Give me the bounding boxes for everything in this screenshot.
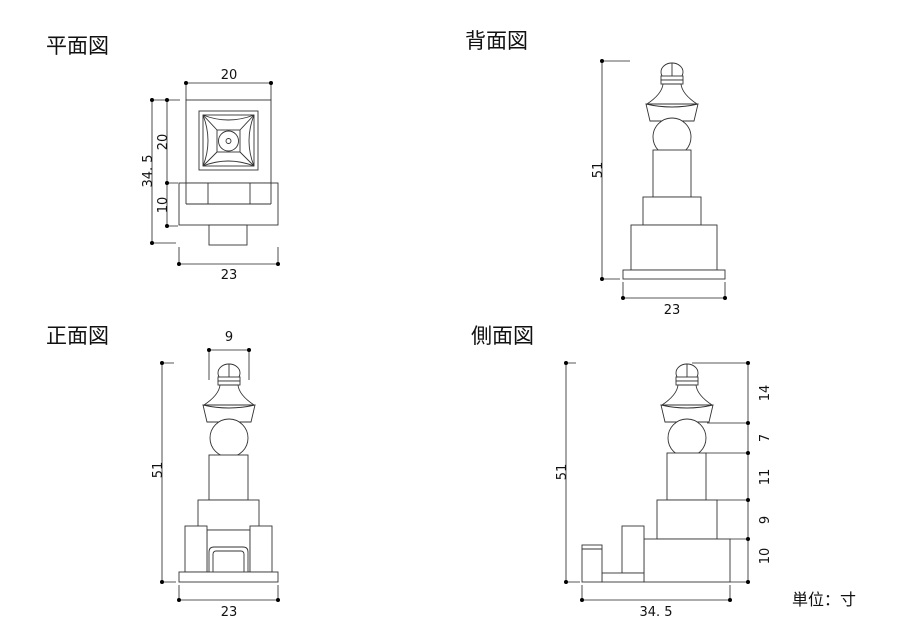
- side-seg1-label: 14: [758, 385, 773, 402]
- front-top-width-label: 9: [225, 330, 233, 345]
- back-width-label: 23: [664, 303, 681, 318]
- side-seg3-label: 11: [758, 469, 773, 486]
- side-seg2-label: 7: [758, 434, 773, 442]
- side-seg4-label: 9: [758, 516, 773, 524]
- side-seg5-label: 10: [758, 548, 773, 565]
- side-view-title: 側面図: [471, 324, 534, 348]
- plan-upper-depth-label: 20: [156, 134, 171, 151]
- side-view: 51 14 7 11 9 10 34. 5: [555, 361, 773, 620]
- plan-total-depth-label: 34. 5: [141, 154, 156, 187]
- plan-top-width-label: 20: [221, 68, 238, 83]
- front-width-label: 23: [221, 605, 238, 620]
- plan-bottom-width-label: 23: [221, 268, 238, 283]
- plan-lower-depth-label: 10: [156, 197, 171, 214]
- plan-view: 20 34. 5 20 10 23: [141, 68, 280, 283]
- plan-view-title: 平面図: [46, 34, 109, 58]
- front-height-label: 51: [151, 462, 166, 479]
- unit-label: 単位：寸: [792, 590, 857, 609]
- front-view: 51 9 23: [151, 330, 280, 620]
- back-height-label: 51: [591, 162, 606, 179]
- back-view: 51 23: [591, 59, 727, 318]
- side-width-label: 34. 5: [639, 605, 672, 620]
- back-view-title: 背面図: [465, 29, 528, 53]
- side-height-label: 51: [555, 464, 570, 481]
- front-view-title: 正面図: [46, 324, 109, 348]
